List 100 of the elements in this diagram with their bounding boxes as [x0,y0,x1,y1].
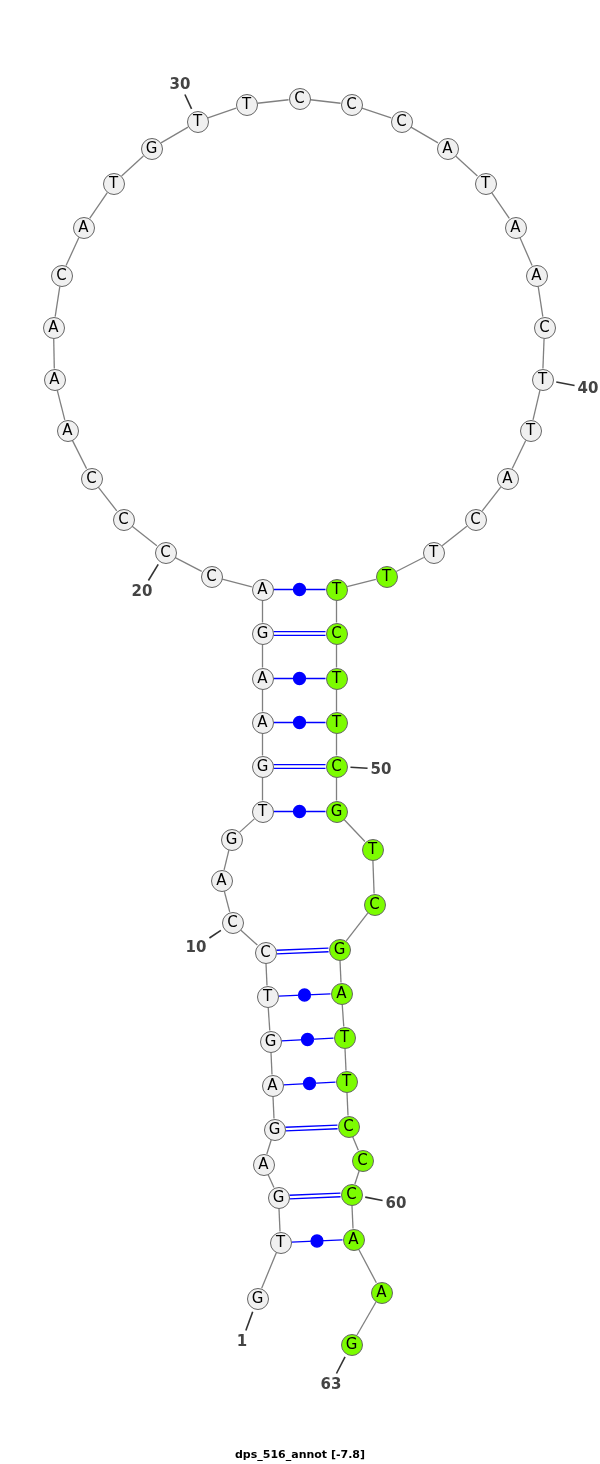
position-number: 10 [185,939,207,955]
base-pair-line [272,631,327,636]
nucleotide-circle: T [325,578,348,601]
backbone-line [174,556,203,573]
backbone-line [339,959,342,984]
nucleotide-circle: C [221,911,244,934]
nucleotide-circle: A [56,419,79,442]
backbone-line [256,99,290,104]
nucleotide-circle: C [340,93,363,116]
nucleotide-circle: T [235,93,258,116]
backbone-line [261,776,264,802]
nucleotide-circle: T [519,419,542,442]
nucleotide-circle: C [80,467,103,490]
base-pair-line [282,1076,337,1091]
leader-line [184,93,193,110]
backbone-line [261,1252,277,1289]
nucleotide-circle: A [370,1281,393,1304]
nucleotide-circle: C [337,1115,360,1138]
backbone-line [160,126,189,144]
backbone-line [343,818,366,843]
position-number: 30 [169,76,191,92]
backbone-line [356,1301,377,1336]
nucleotide-circle: A [261,1074,284,1097]
nucleotide-circle: G [340,1333,363,1356]
base-pair-line [272,582,327,597]
backbone-line [266,1139,272,1155]
backbone-line [341,1003,345,1028]
nucleotide-circle: C [288,87,311,110]
backbone-line [491,191,510,220]
backbone-line [532,389,541,421]
nucleotide-circle: T [333,1026,356,1049]
nucleotide-circle: A [496,467,519,490]
nucleotide-circle: T [102,172,125,195]
backbone-line [65,236,80,267]
backbone-line [207,107,237,119]
backbone-line [351,1204,354,1230]
backbone-line [53,337,55,370]
backbone-line [131,525,158,547]
backbone-line [120,155,145,177]
nucleotide-circle: A [252,1153,275,1176]
position-number: 63 [320,1376,342,1392]
backbone-line [344,1047,347,1072]
nucleotide-circle: T [361,838,384,861]
nucleotide-circle: A [72,216,95,239]
nucleotide-circle: C [363,893,386,916]
backbone-line [345,912,369,942]
backbone-line [261,643,264,669]
nucleotide-circle: C [112,508,135,531]
backbone-line [352,1136,359,1151]
base-pair-line [272,671,327,686]
backbone-line [372,859,375,895]
nucleotide-circle: G [220,828,243,851]
backbone-line [335,776,338,802]
backbone-line [441,525,468,547]
base-pair-line [288,1192,342,1200]
backbone-line [221,578,253,588]
nucleotide-circle: G [259,1030,282,1053]
backbone-line [267,1006,271,1032]
nucleotide-circle: T [335,1070,358,1093]
backbone-line [71,439,88,470]
nucleotide-circle: A [251,667,274,690]
base-pair-line [272,715,327,730]
backbone-line [267,1173,275,1189]
leader-line [555,381,576,387]
backbone-line [335,643,338,669]
nucleotide-circle: T [251,800,274,823]
backbone-line [265,962,268,987]
base-pair-line [280,1032,335,1047]
nucleotide-circle: G [246,1287,269,1310]
backbone-line [335,732,338,757]
nucleotide-circle: A [210,869,233,892]
leader-line [349,766,369,770]
backbone-line [223,890,231,913]
position-number: 60 [385,1195,407,1211]
backbone-line [56,389,66,421]
nucleotide-circle: T [531,368,554,391]
backbone-line [89,191,108,220]
leader-line [147,563,159,582]
nucleotide-circle: C [200,565,223,588]
caption: dps_516_annot [-7.8] [234,1448,366,1461]
backbone-line [410,126,439,144]
backbone-line [272,1095,275,1120]
nucleotide-circle: T [375,565,398,588]
leader-line [364,1196,384,1202]
nucleotide-circle: C [325,755,348,778]
backbone-line [240,929,258,946]
backbone-line [54,285,61,318]
nucleotide-circle: A [42,316,65,339]
position-number: 50 [370,761,392,777]
nucleotide-circle: A [436,137,459,160]
backbone-line [97,486,118,512]
nucleotide-circle: A [330,982,353,1005]
nucleotide-circle: G [263,1118,286,1141]
nucleotide-circle: C [533,316,556,339]
leader-line [208,929,222,939]
nucleotide-circle: G [140,137,163,160]
nucleotide-circle: T [256,985,279,1008]
nucleotide-circle: C [254,941,277,964]
base-pair-line [284,1124,339,1132]
backbone-line [278,1207,281,1233]
